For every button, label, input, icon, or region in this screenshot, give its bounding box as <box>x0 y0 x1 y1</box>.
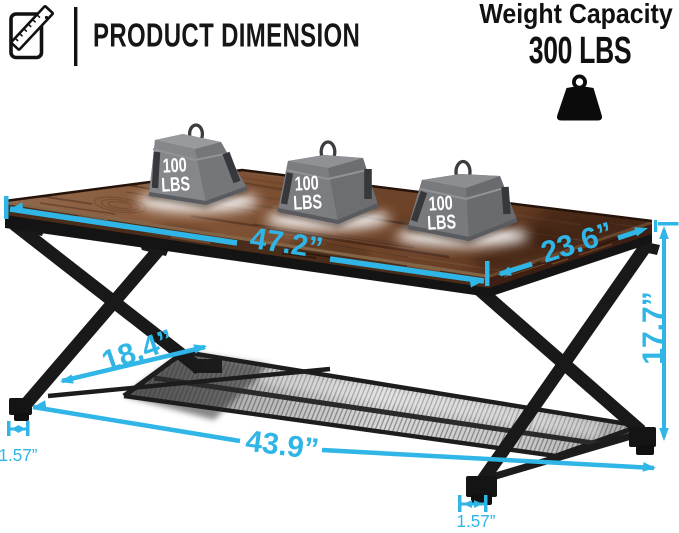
svg-text:LBS: LBS <box>293 190 323 214</box>
svg-text:1.57”: 1.57” <box>457 511 496 532</box>
svg-text:100: 100 <box>162 153 187 177</box>
svg-text:100: 100 <box>294 171 319 195</box>
svg-text:100: 100 <box>428 191 453 215</box>
svg-text:1.57”: 1.57” <box>0 445 38 466</box>
svg-text:300 LBS: 300 LBS <box>529 28 631 71</box>
svg-text:PRODUCT DIMENSION: PRODUCT DIMENSION <box>93 18 360 55</box>
svg-text:Weight Capacity: Weight Capacity <box>479 0 673 29</box>
svg-text:LBS: LBS <box>161 172 191 196</box>
svg-text:17.7”: 17.7” <box>637 291 670 364</box>
svg-text:LBS: LBS <box>427 210 457 234</box>
